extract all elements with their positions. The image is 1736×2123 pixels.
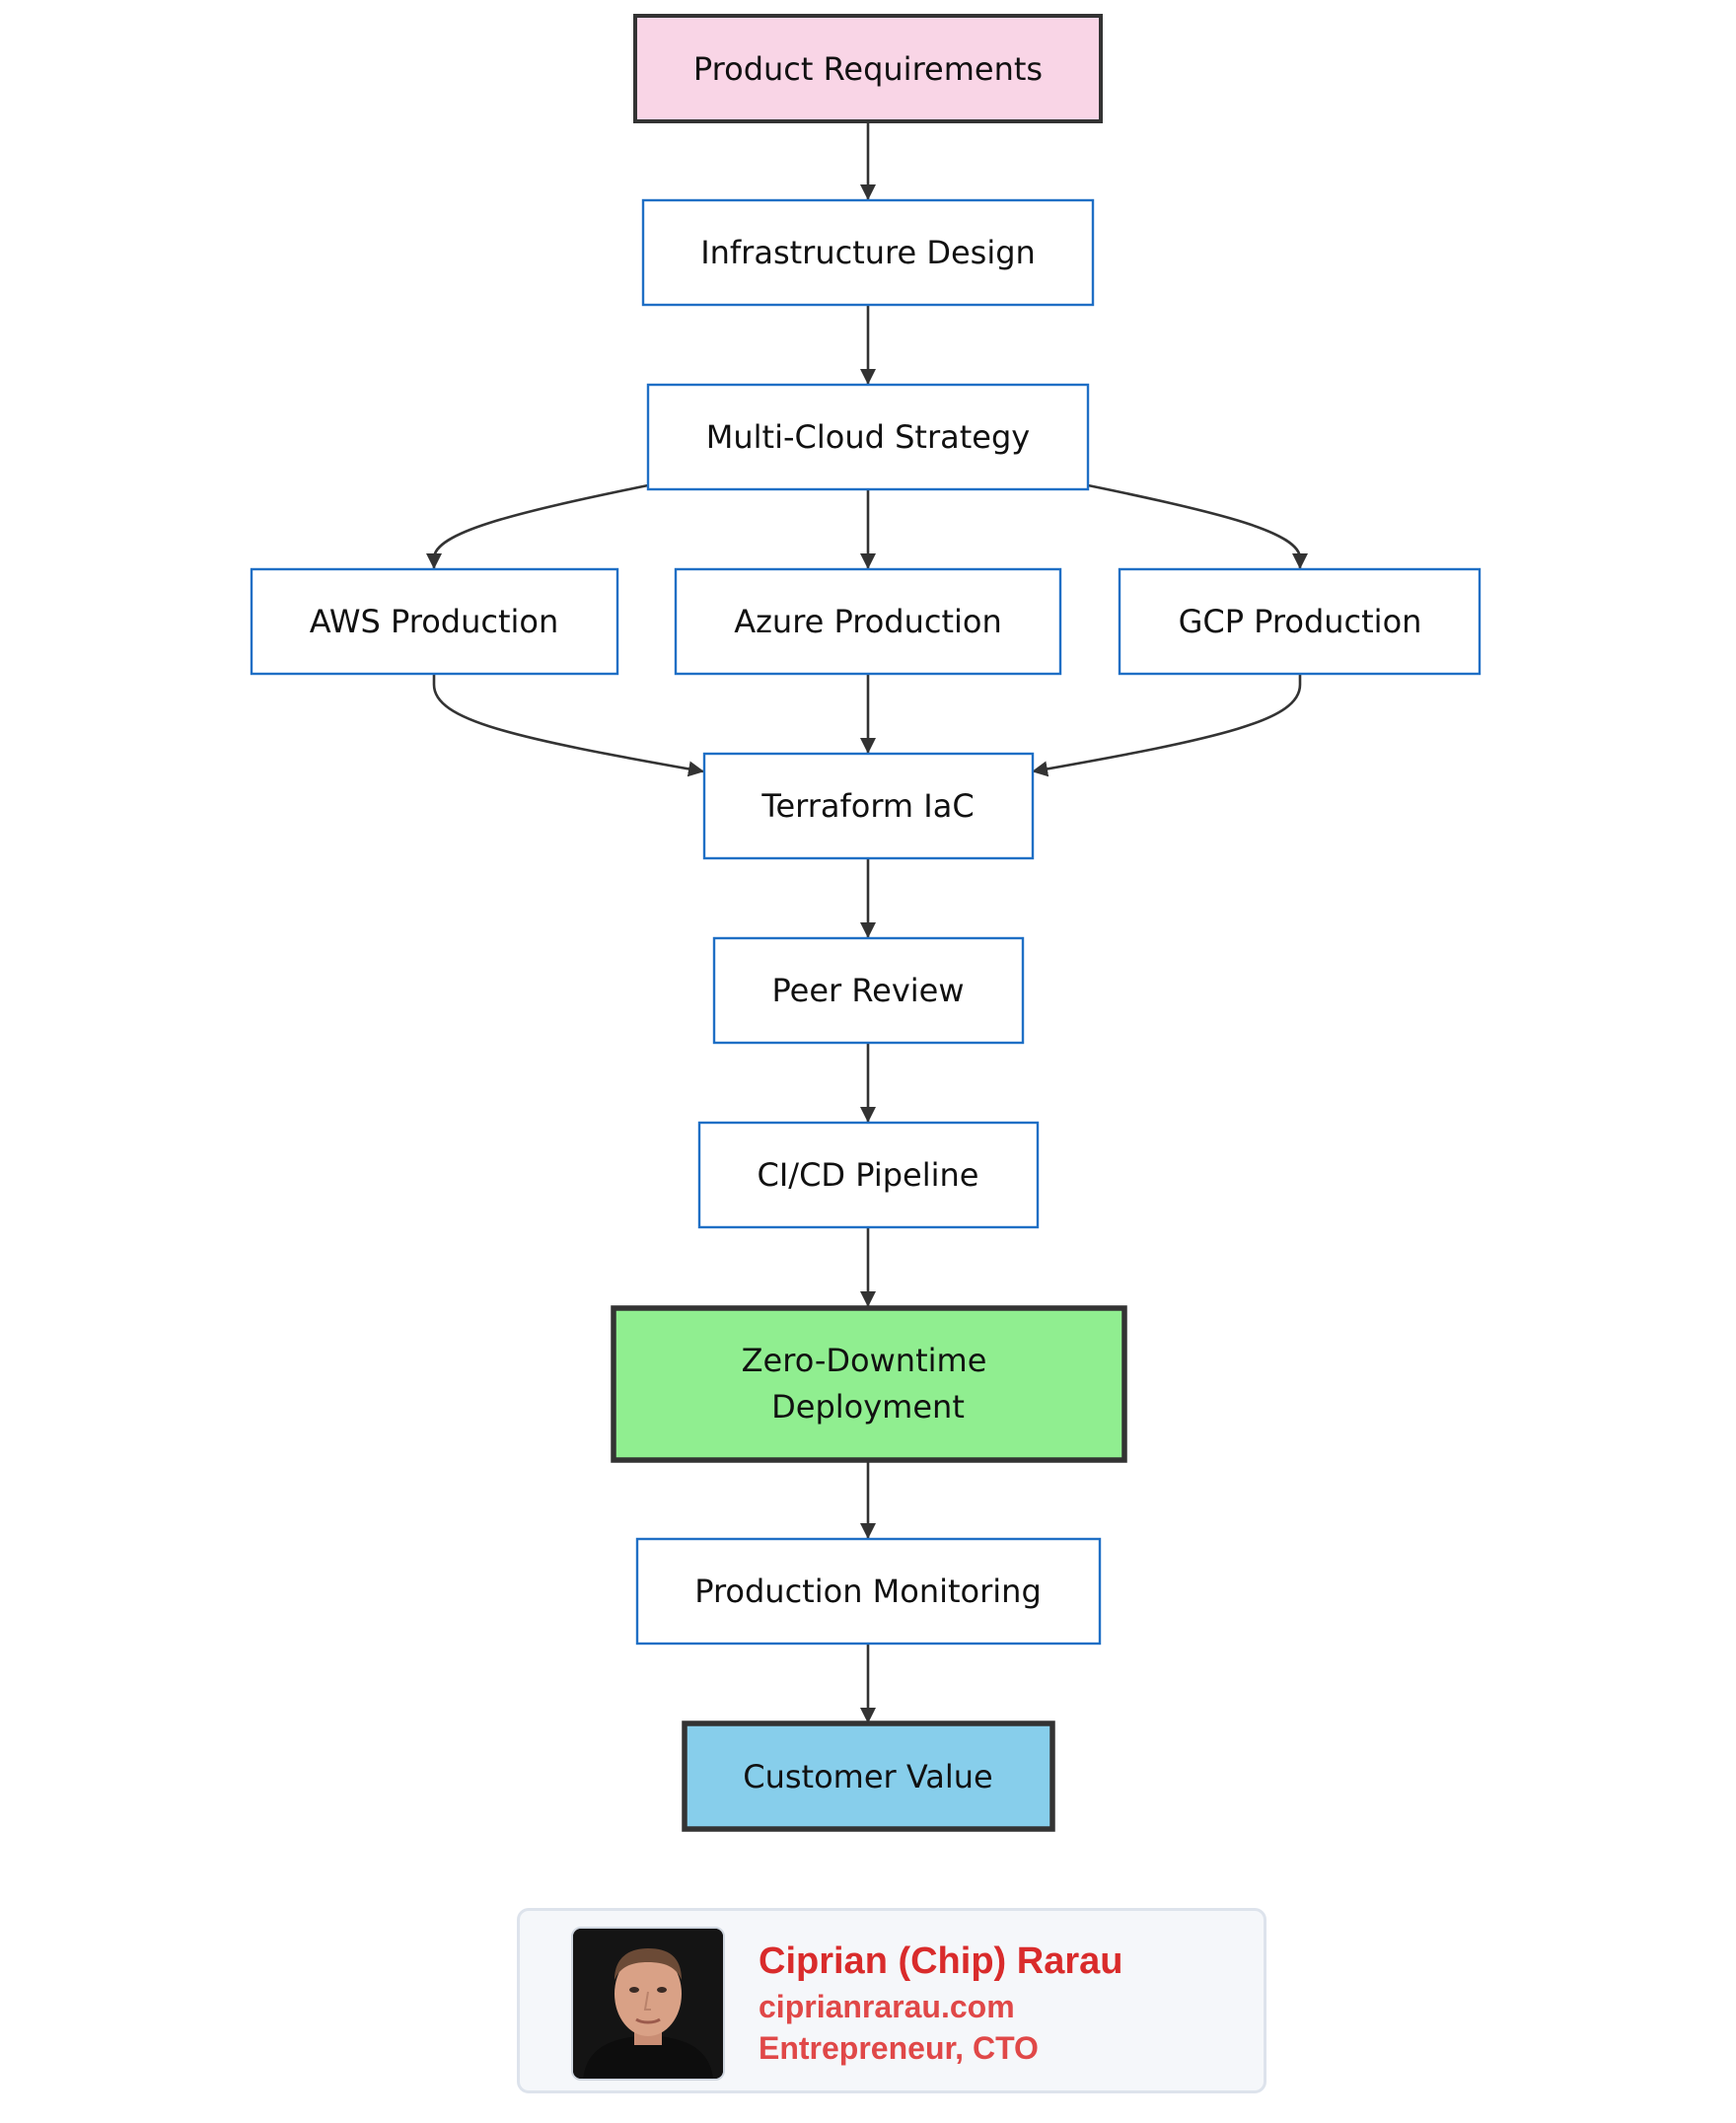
node-product-requirements: Product Requirements (633, 14, 1103, 123)
customer-value-box (682, 1720, 1055, 1832)
aws-production-box (250, 567, 619, 676)
product-requirements-box (633, 14, 1103, 123)
peer-review-box (712, 936, 1025, 1045)
node-multi-cloud-strategy: Multi-Cloud Strategy (646, 383, 1090, 491)
portrait-photo-icon (573, 1929, 723, 2079)
infrastructure-design-label: Infrastructure Design (700, 234, 1036, 271)
node-azure-production: Azure Production (674, 567, 1062, 676)
node-peer-review: Peer Review (712, 936, 1025, 1045)
zero-downtime-deployment-box (611, 1305, 1127, 1463)
azure-production-box (674, 567, 1062, 676)
node-terraform-iac: Terraform IaC (702, 752, 1035, 860)
edge-gcp-to-terraform (1032, 675, 1302, 777)
edge-aws-to-terraform (432, 675, 704, 777)
gcp-production-label: GCP Production (1179, 603, 1422, 640)
edges (426, 122, 1308, 1723)
production-monitoring-label: Production Monitoring (694, 1573, 1042, 1610)
terraform-iac-box (702, 752, 1035, 860)
multi-cloud-strategy-box (646, 383, 1090, 491)
author-avatar (571, 1927, 725, 2081)
node-aws-production: AWS Production (250, 567, 619, 676)
multi-cloud-strategy-label: Multi-Cloud Strategy (706, 418, 1030, 456)
edge-strategy-to-aws (426, 483, 649, 569)
node-production-monitoring: Production Monitoring (635, 1537, 1102, 1646)
author-website-link[interactable]: ciprianrarau.com (759, 1989, 1015, 2024)
author-card: Ciprian (Chip) Rarau ciprianrarau.com En… (517, 1908, 1266, 2093)
customer-value-label: Customer Value (743, 1758, 992, 1795)
zero-downtime-label-line1: Zero-Downtime (742, 1342, 987, 1379)
ci-cd-pipeline-label: CI/CD Pipeline (758, 1156, 979, 1194)
peer-review-label: Peer Review (771, 972, 964, 1009)
node-zero-downtime-deployment: Zero-Downtime Deployment (611, 1305, 1127, 1463)
terraform-iac-label: Terraform IaC (760, 787, 974, 825)
author-info: Ciprian (Chip) Rarau ciprianrarau.com En… (759, 1937, 1122, 2069)
zero-downtime-label-line2: Deployment (771, 1388, 965, 1426)
production-monitoring-box (635, 1537, 1102, 1646)
node-ci-cd-pipeline: CI/CD Pipeline (697, 1121, 1040, 1229)
edge-strategy-to-gcp (1087, 483, 1308, 569)
infrastructure-design-box (641, 198, 1095, 307)
azure-production-label: Azure Production (734, 603, 1002, 640)
node-gcp-production: GCP Production (1118, 567, 1482, 676)
aws-production-label: AWS Production (310, 603, 559, 640)
gcp-production-box (1118, 567, 1482, 676)
flowchart: Product Requirements Infrastructure Desi… (250, 14, 1482, 1832)
author-role: Entrepreneur, CTO (759, 2030, 1039, 2066)
node-customer-value: Customer Value (682, 1720, 1055, 1832)
product-requirements-label: Product Requirements (693, 50, 1043, 88)
author-name: Ciprian (Chip) Rarau (759, 1940, 1123, 1982)
ci-cd-pipeline-box (697, 1121, 1040, 1229)
node-infrastructure-design: Infrastructure Design (641, 198, 1095, 307)
